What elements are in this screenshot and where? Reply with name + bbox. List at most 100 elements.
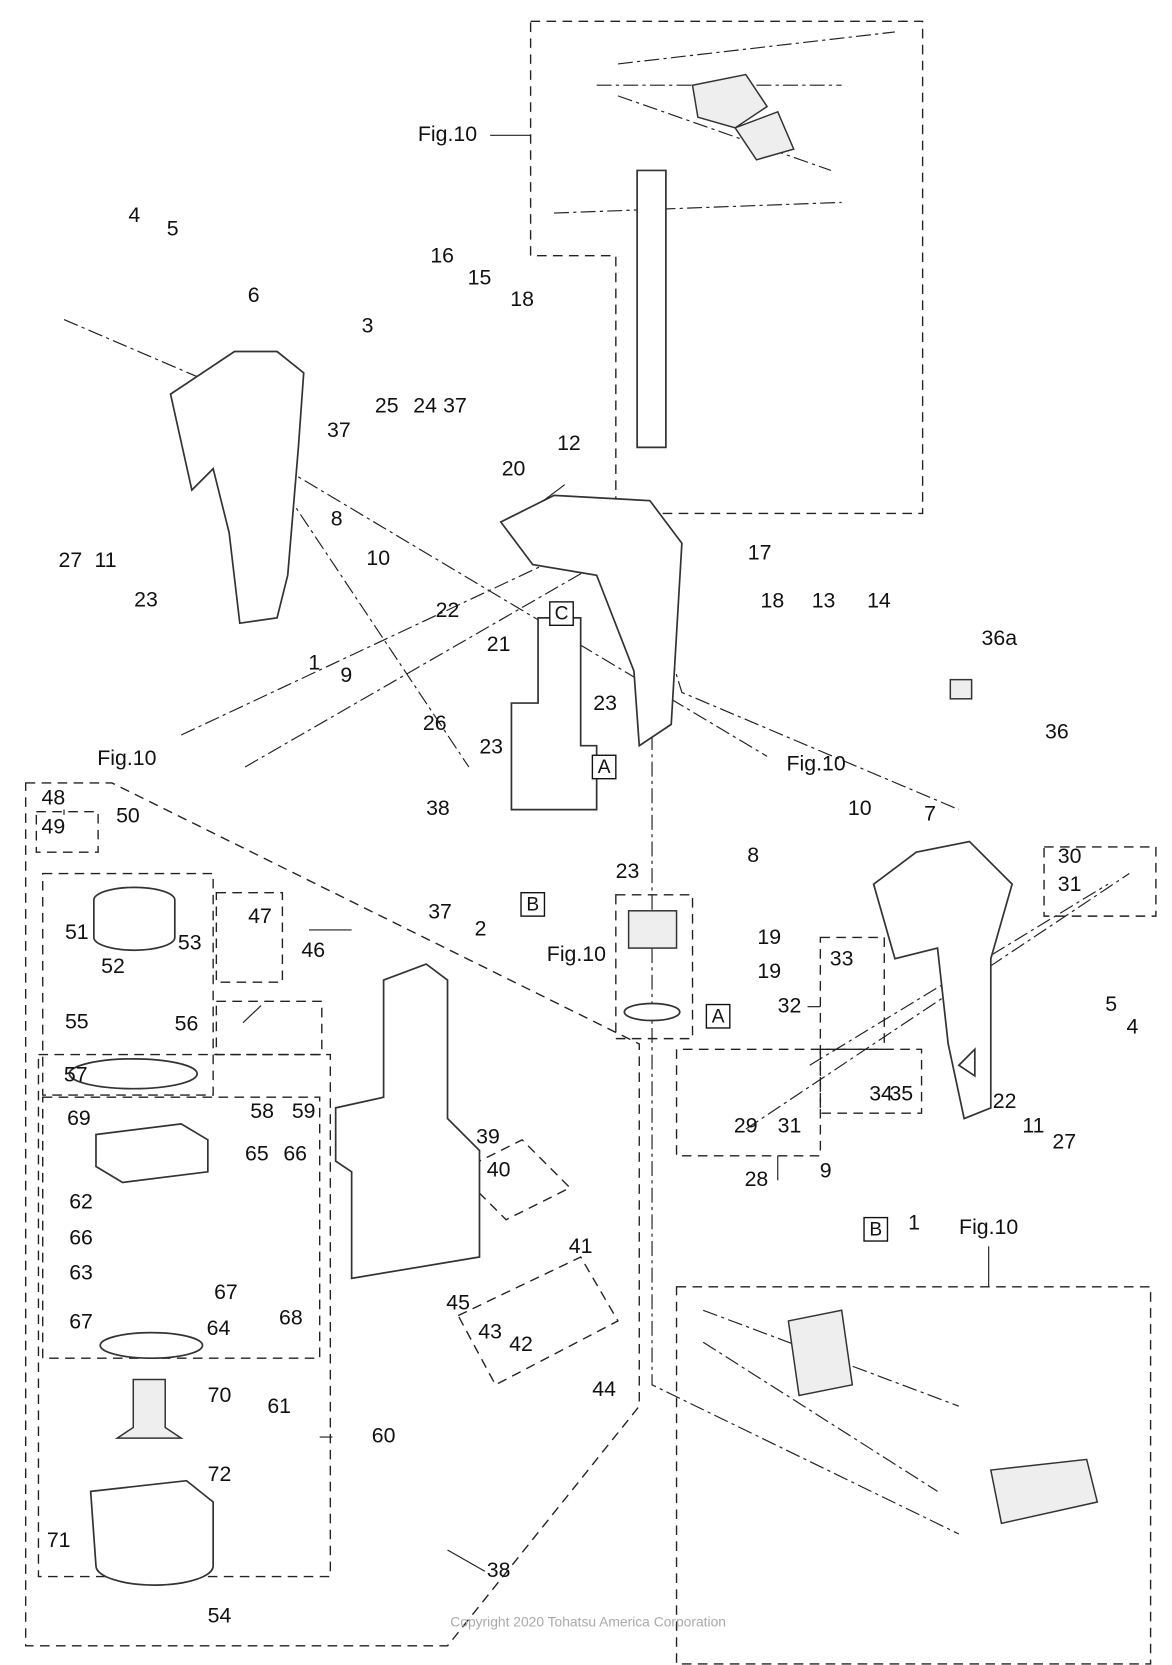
stern-bracket-right	[872, 840, 1014, 1120]
connector-label: A	[598, 757, 611, 778]
part-number-label: 24	[413, 394, 437, 418]
connector-box	[591, 754, 617, 780]
part-number-label: 37	[443, 394, 467, 418]
swivel-bracket	[499, 494, 683, 748]
part-number-label: 72	[208, 1462, 232, 1486]
part-number-label: 30	[1058, 844, 1082, 868]
figure-reference-label: Fig.10	[97, 746, 156, 770]
part-number-label: 34	[869, 1082, 893, 1106]
group-34-frame	[819, 1048, 923, 1114]
part-number-label: 19	[757, 925, 781, 949]
part-number-label: 19	[757, 959, 781, 983]
figure-reference-label: Fig.10	[959, 1215, 1018, 1239]
part-number-label: 69	[67, 1106, 91, 1130]
part-number-label: 18	[761, 588, 785, 612]
part-number-label: 66	[283, 1141, 307, 1165]
part-number-label: 14	[867, 588, 891, 612]
part-number-label: 22	[993, 1089, 1017, 1113]
part-number-label: 70	[208, 1383, 232, 1407]
connector-box	[863, 1216, 889, 1242]
dashed-group-frames	[24, 20, 1157, 1665]
part-number-label: 67	[214, 1280, 238, 1304]
part-number-label: 44	[592, 1377, 616, 1401]
part-number-label: 5	[167, 217, 179, 241]
part-number-label: 2	[475, 917, 487, 941]
part-number-label: 53	[178, 930, 202, 954]
group-33-frame	[675, 936, 885, 1157]
part-number-label: 32	[778, 993, 802, 1017]
group-38-frame	[24, 782, 640, 1647]
part-number-label: 45	[446, 1291, 470, 1315]
part-number-label: 8	[331, 506, 343, 530]
tilt-cylinder-large	[334, 963, 481, 1280]
part-number-label: 42	[509, 1332, 533, 1356]
part-number-label: 37	[428, 900, 452, 924]
part-number-label: 1	[308, 650, 320, 674]
part-number-label: 41	[569, 1234, 593, 1258]
part-number-label: 59	[292, 1099, 316, 1123]
part-number-label: 38	[426, 796, 450, 820]
part-number-label: 17	[748, 541, 772, 565]
part-number-label: 67	[69, 1310, 93, 1334]
figure-reference-label: Fig.10	[547, 942, 606, 966]
armature	[114, 1378, 184, 1439]
motor-yoke	[89, 1479, 215, 1586]
leader-line	[543, 484, 566, 502]
group-61-frame	[42, 1096, 321, 1359]
part-number-label: 11	[95, 548, 117, 572]
part-number-label: 4	[1127, 1015, 1139, 1039]
part-number-label: 12	[557, 431, 581, 455]
part-number-label: 51	[65, 920, 89, 944]
motor-housing-top	[95, 1122, 209, 1184]
connector-label: A	[712, 1006, 725, 1027]
part-number-label: 16	[430, 243, 454, 267]
group-58-frame	[215, 1000, 323, 1056]
part-number-label: 29	[734, 1114, 758, 1138]
part-number-label: 56	[175, 1011, 199, 1035]
stern-bracket-left	[169, 350, 305, 625]
fig10-parts-bottom	[787, 1309, 1099, 1525]
part-number-label: 9	[820, 1158, 832, 1182]
fig10-bottom-frame	[675, 1286, 1152, 1665]
connector-label: B	[869, 1219, 882, 1240]
part-number-label: 40	[487, 1157, 511, 1181]
connector-box	[520, 891, 546, 917]
part-number-label: 18	[510, 287, 534, 311]
part-number-label: 36	[1045, 720, 1069, 744]
part-number-label: 54	[208, 1604, 232, 1628]
group-48-frame	[35, 811, 99, 853]
part-number-label: 8	[747, 843, 759, 867]
part-number-label: 46	[301, 938, 325, 962]
figure-reference-label: Fig.10	[786, 751, 845, 775]
part-number-label: 10	[366, 546, 390, 570]
part-number-label: 48	[42, 786, 66, 810]
part-number-label: 23	[616, 859, 640, 883]
part-number-label: 55	[65, 1009, 89, 1033]
part-number-label: 3	[362, 314, 374, 338]
tilt-cylinder-small	[510, 616, 598, 811]
part-number-label: 26	[423, 711, 447, 735]
part-number-label: 50	[116, 804, 140, 828]
part-number-label: 38	[487, 1558, 511, 1582]
part-number-label: 23	[479, 734, 503, 758]
part-number-label: 9	[340, 663, 352, 687]
part-number-label: 15	[468, 266, 492, 290]
part-number-label: 23	[134, 587, 158, 611]
leader-line	[242, 1005, 262, 1024]
part-number-label: 21	[487, 632, 511, 656]
part-number-label: 31	[778, 1114, 802, 1138]
group-41-frame	[457, 1256, 619, 1386]
leader-lines	[63, 134, 990, 1572]
connector-label: C	[555, 604, 569, 625]
part-number-label: 71	[47, 1528, 71, 1552]
part-number-label: 20	[502, 456, 526, 480]
part-number-label: 1	[908, 1211, 920, 1235]
connector-label: B	[526, 895, 539, 916]
figure-reference-label: Fig.10	[418, 122, 477, 146]
part-number-label: 28	[745, 1167, 769, 1191]
part-number-label: 25	[375, 394, 399, 418]
part-number-label: 39	[476, 1124, 500, 1148]
part-number-label: 33	[830, 946, 854, 970]
part-number-label: 7	[924, 802, 936, 826]
